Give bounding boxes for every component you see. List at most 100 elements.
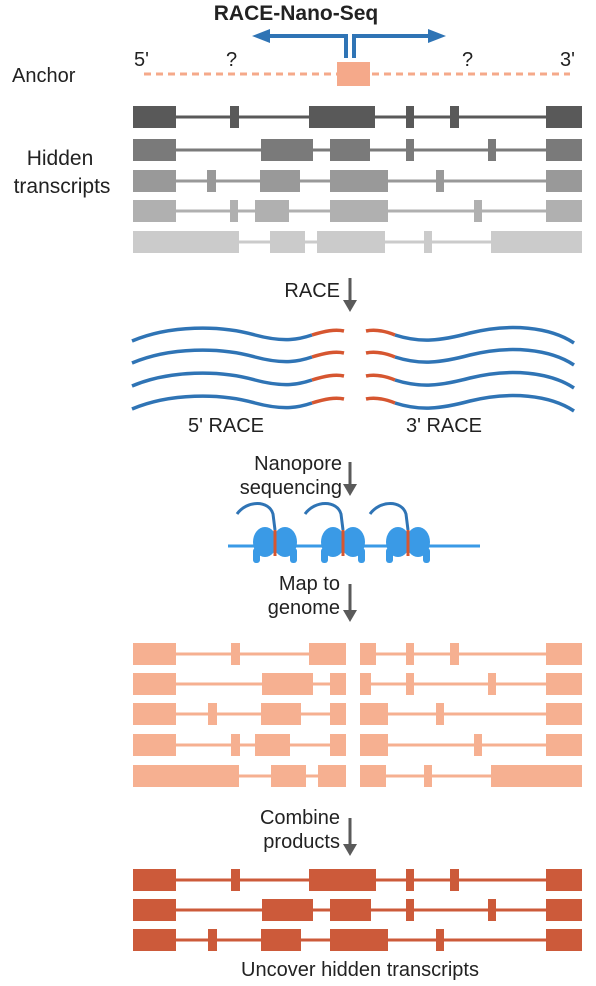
exon-block bbox=[309, 106, 375, 128]
race-products bbox=[131, 325, 575, 413]
mapped-read-left bbox=[133, 703, 346, 725]
anchor-segment bbox=[311, 373, 345, 382]
exon-block bbox=[133, 734, 176, 756]
anchor-box bbox=[337, 62, 370, 86]
three-prime-race-strand bbox=[394, 325, 575, 345]
anchor-segment bbox=[365, 396, 396, 405]
exon-block bbox=[546, 734, 582, 756]
anchor-segment bbox=[311, 350, 345, 359]
exon-block bbox=[207, 170, 216, 192]
unknown-left-label: ? bbox=[226, 49, 237, 71]
mapped-read-right bbox=[360, 673, 582, 695]
race-product-pair bbox=[131, 393, 575, 413]
exon-block bbox=[436, 703, 444, 725]
exon-block bbox=[261, 703, 301, 725]
exon-block bbox=[255, 734, 290, 756]
exon-block bbox=[406, 899, 414, 921]
exon-block bbox=[133, 673, 176, 695]
race-step-label: RACE bbox=[284, 280, 340, 302]
exon-block bbox=[231, 643, 240, 665]
pore-leg bbox=[358, 548, 365, 563]
mapped-read-left bbox=[133, 765, 346, 787]
exon-block bbox=[317, 231, 385, 253]
sequencing-strands bbox=[235, 502, 410, 556]
strand-read bbox=[303, 502, 345, 531]
sequencing-strand bbox=[303, 502, 345, 556]
exon-block bbox=[133, 899, 176, 921]
race-product-pair bbox=[131, 325, 575, 345]
combined-transcripts bbox=[133, 869, 582, 951]
exon-block bbox=[406, 673, 414, 695]
exon-block bbox=[318, 765, 346, 787]
five-prime-race-strand bbox=[131, 326, 313, 343]
hidden-transcript-row bbox=[133, 231, 582, 253]
anchor-segment bbox=[365, 328, 396, 337]
exon-block bbox=[546, 929, 582, 951]
exon-block bbox=[208, 703, 217, 725]
mapped-read-right bbox=[360, 734, 582, 756]
exon-block bbox=[133, 200, 176, 222]
exon-block bbox=[330, 734, 346, 756]
exon-block bbox=[330, 200, 388, 222]
exon-block bbox=[133, 170, 176, 192]
exon-block bbox=[208, 929, 217, 951]
exon-block bbox=[230, 106, 239, 128]
combined-transcript-row bbox=[133, 929, 582, 951]
hidden-transcripts bbox=[133, 106, 582, 253]
exon-block bbox=[436, 929, 444, 951]
nanopore bbox=[321, 527, 365, 563]
exon-block bbox=[231, 869, 240, 891]
exon-block bbox=[330, 899, 371, 921]
exon-block bbox=[133, 765, 239, 787]
three-prime-race-label: 3' RACE bbox=[406, 415, 482, 437]
exon-block bbox=[330, 170, 388, 192]
three-prime-race-strand bbox=[394, 393, 575, 413]
nanopore-step-label-line1: Nanopore bbox=[254, 453, 342, 475]
hidden-transcript-row bbox=[133, 139, 582, 161]
mapped-read-left bbox=[133, 673, 346, 695]
combine-step-label-line2: products bbox=[263, 831, 340, 853]
pore-leg bbox=[253, 548, 260, 563]
five-prime-race-strand bbox=[131, 348, 313, 365]
five-prime-race-strand bbox=[131, 394, 313, 411]
exon-block bbox=[255, 200, 289, 222]
exon-block bbox=[474, 734, 482, 756]
exon-block bbox=[330, 673, 346, 695]
exon-block bbox=[488, 139, 496, 161]
pore-leg bbox=[290, 548, 297, 563]
exon-block bbox=[546, 673, 582, 695]
exon-block bbox=[330, 139, 370, 161]
pore-leg bbox=[386, 548, 393, 563]
hidden-label-line2: transcripts bbox=[14, 175, 111, 198]
nanopore-step-arrow bbox=[343, 462, 357, 496]
nanopore-step-label-line2: sequencing bbox=[240, 477, 342, 499]
exon-block bbox=[450, 869, 459, 891]
exon-block bbox=[360, 734, 388, 756]
pore-leg bbox=[423, 548, 430, 563]
exon-block bbox=[360, 673, 371, 695]
three-prime-label: 3' bbox=[560, 49, 575, 71]
strand-read bbox=[368, 502, 410, 531]
map-step-label-line1: Map to bbox=[279, 573, 340, 595]
exon-block bbox=[488, 673, 496, 695]
five-prime-race-label: 5' RACE bbox=[188, 415, 264, 437]
exon-block bbox=[133, 703, 176, 725]
exon-block bbox=[360, 643, 376, 665]
five-prime-label: 5' bbox=[134, 49, 149, 71]
nanopore bbox=[386, 527, 430, 563]
combined-transcript-row bbox=[133, 899, 582, 921]
race-product-pair bbox=[131, 370, 575, 390]
exon-block bbox=[260, 170, 300, 192]
nanopores bbox=[253, 527, 430, 563]
three-prime-race-strand bbox=[394, 370, 575, 390]
anchor-segment bbox=[365, 350, 396, 359]
exon-block bbox=[309, 643, 346, 665]
exon-block bbox=[133, 106, 176, 128]
exon-block bbox=[546, 200, 582, 222]
exon-block bbox=[424, 231, 432, 253]
five-prime-race-strand bbox=[131, 371, 313, 388]
exon-block bbox=[436, 170, 444, 192]
exon-block bbox=[546, 139, 582, 161]
map-step-arrow bbox=[343, 584, 357, 622]
exon-block bbox=[406, 869, 414, 891]
